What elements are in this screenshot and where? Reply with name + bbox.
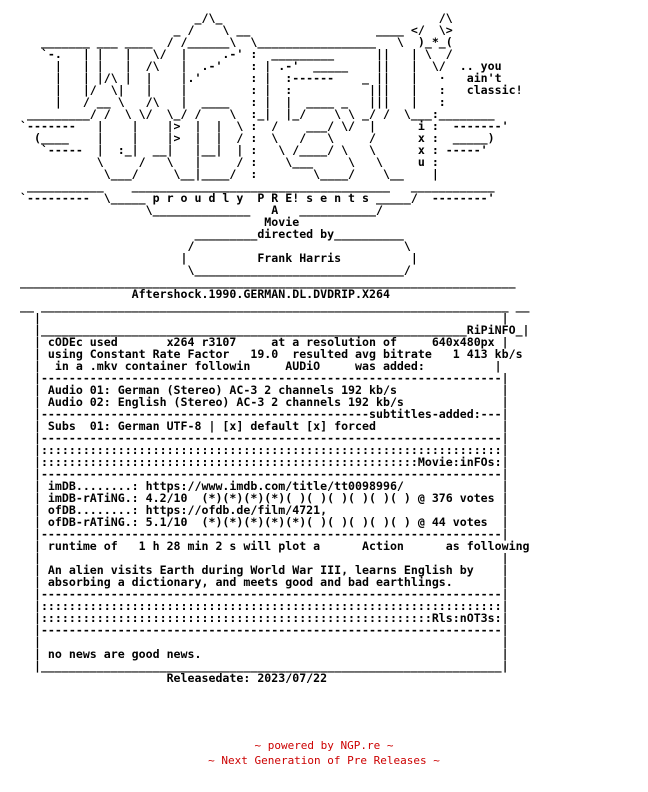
tagline-text: ~ Next Generation of Pre Releases ~ <box>208 754 440 767</box>
footer-credits: ~ powered by NGP.re ~ ~ Next Generation … <box>0 738 648 768</box>
powered-by-text: ~ powered by NGP.re ~ <box>254 739 394 752</box>
nfo-text: _/\_ /\ _ / \ __ ____ </ \> _______ ___ … <box>20 11 530 685</box>
